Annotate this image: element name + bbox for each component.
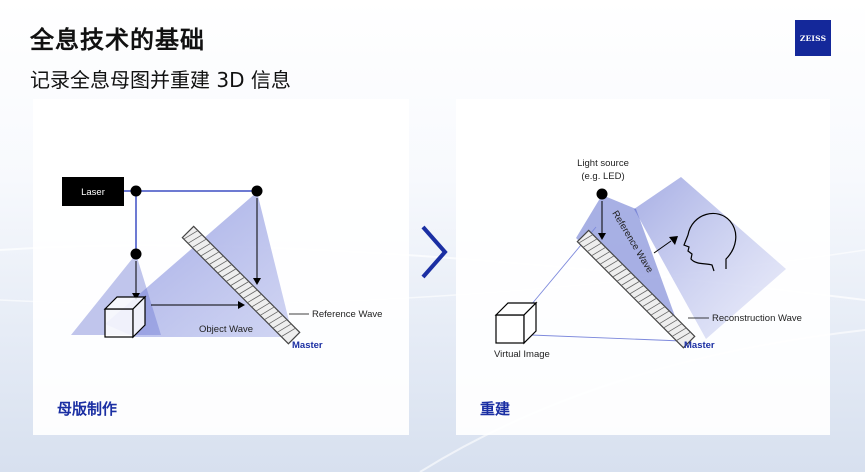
chevron-right-icon [421, 225, 448, 279]
master-creation-diagram: Laser Reference Wave Object Wave Master [62, 177, 382, 351]
mirror-node [251, 185, 263, 197]
down-arrow-icon [253, 278, 261, 285]
master-plate [181, 225, 301, 345]
master-label: Master [684, 340, 715, 351]
light-source-example-label: (e.g. LED) [581, 171, 624, 182]
laser-label: Laser [81, 187, 105, 198]
brand-logo: ZEISS [795, 20, 831, 56]
master-label: Master [292, 340, 323, 351]
cube-icon [103, 295, 147, 339]
down-arrow-icon [598, 233, 606, 240]
beam-splitter-node [130, 185, 142, 197]
object-wave-label: Object Wave [199, 324, 253, 335]
cube-icon [494, 301, 538, 345]
master-creation-caption: 母版制作 [57, 400, 118, 418]
page-title: 全息技术的基础 [30, 26, 205, 54]
head-profile-icon [683, 212, 737, 272]
right-arrow-icon [238, 301, 245, 309]
viewing-arrow-icon [669, 236, 678, 245]
lens-node [130, 248, 142, 260]
light-source-label: Light source [577, 158, 629, 169]
light-source-node [596, 188, 608, 200]
laser-box [62, 177, 124, 206]
reconstruction-caption: 重建 [480, 400, 511, 418]
reconstruction-diagram: Light source (e.g. LED) Reference Wave V… [494, 158, 802, 360]
master-plate [576, 229, 696, 349]
master-creation-panel: Laser Reference Wave Object Wave Master … [33, 99, 409, 435]
reconstruction-beam [634, 177, 786, 339]
virtual-ray-line [530, 334, 683, 342]
reconstruction-wave-label: Reconstruction Wave [712, 313, 802, 324]
reconstruction-panel: Light source (e.g. LED) Reference Wave V… [456, 99, 830, 435]
page-subtitle: 记录全息母图并重建 3D 信息 [30, 68, 291, 92]
virtual-image-label: Virtual Image [494, 349, 550, 360]
reference-wave-label: Reference Wave [312, 309, 382, 320]
